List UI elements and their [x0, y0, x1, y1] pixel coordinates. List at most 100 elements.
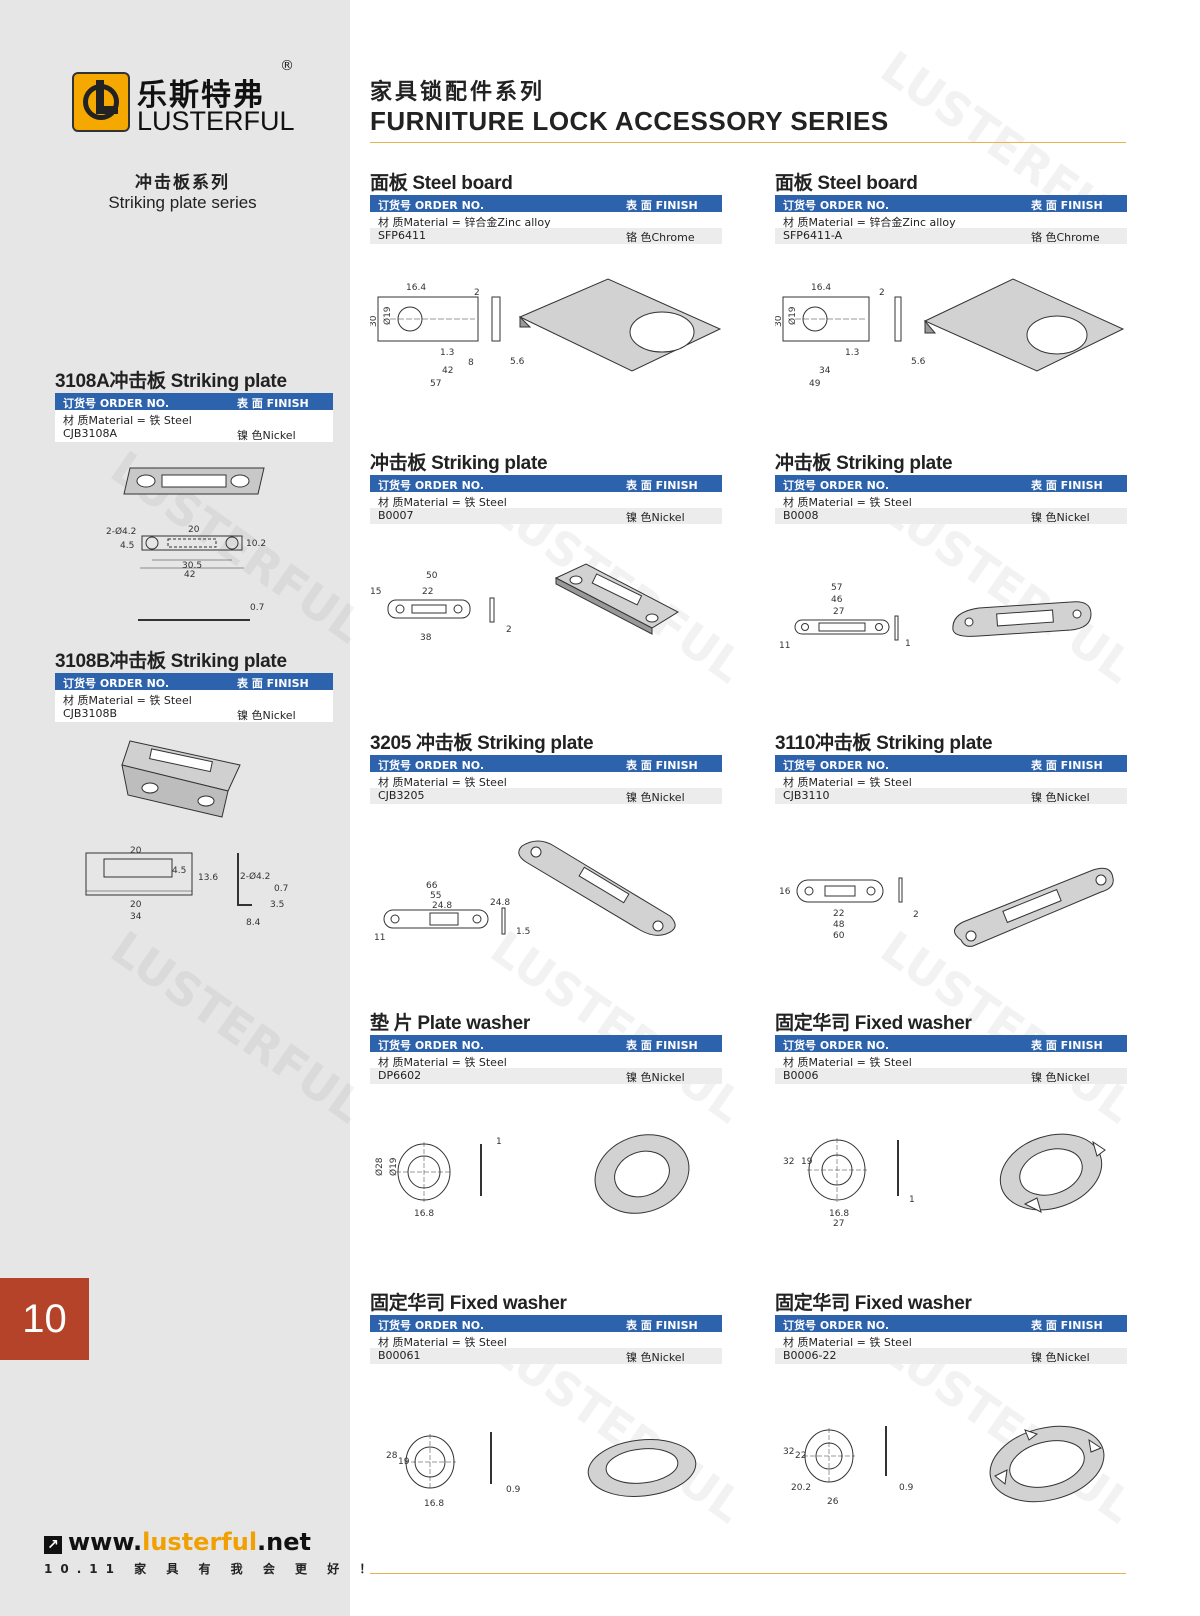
- finish-label: 表 面 FINISH: [626, 1039, 698, 1052]
- material: 材 质Material = 铁 Steel: [783, 1336, 912, 1349]
- dim-label: 0.9: [899, 1483, 914, 1493]
- order-no-label: 订货号 ORDER NO.: [783, 1319, 890, 1332]
- website-domain: lusterful: [142, 1528, 258, 1556]
- order-code: CJB3205: [378, 789, 425, 802]
- material: 材 质Material = 锌合金Zinc alloy: [378, 216, 551, 229]
- page-title-en: FURNITURE LOCK ACCESSORY SERIES: [370, 106, 889, 136]
- dim-label: 1.3: [440, 348, 454, 358]
- dim-label: 16: [779, 887, 791, 897]
- dim-label: 16.4: [811, 283, 831, 293]
- brand-logo[interactable]: 乐斯特弗 LUSTERFUL ®: [72, 58, 295, 140]
- product-sfp6411: 面板 Steel board 订货号 ORDER NO.表 面 FINISH 材…: [370, 168, 722, 244]
- dim-label: 34: [130, 912, 142, 922]
- dim-label: 1: [905, 639, 911, 649]
- registered-mark: ®: [280, 58, 294, 74]
- dim-label: 49: [809, 379, 821, 389]
- order-code: SFP6411-A: [783, 229, 843, 242]
- finish-label: 表 面 FINISH: [626, 479, 698, 492]
- order-no-label: 订货号 ORDER NO.: [378, 1039, 485, 1052]
- order-code: B0006: [783, 1069, 819, 1082]
- slogan: 10.11 家 具 有 我 会 更 好 ！: [44, 1562, 380, 1576]
- product-3108a: 3108A冲击板 Striking plate 订货号 ORDER NO.表 面…: [55, 366, 333, 442]
- dim-label: 27: [833, 1219, 844, 1228]
- finish-label: 表 面 FINISH: [237, 397, 309, 410]
- product-title: 固定华司 Fixed washer: [370, 1293, 567, 1314]
- dim-label: 11: [779, 641, 790, 651]
- product-title: 固定华司 Fixed washer: [775, 1013, 972, 1034]
- arrow-icon: ↗: [44, 1536, 62, 1554]
- dim-label: 30.5: [182, 561, 202, 571]
- dim-label: 20.2: [791, 1483, 811, 1493]
- product-b0006-22-drawing: 32 22 20.2 26 0.9: [775, 1420, 1135, 1520]
- material-row: 材 质Material = 铁 Steel: [55, 690, 333, 707]
- dim-label: 42: [184, 570, 195, 580]
- dim-label: 1: [909, 1195, 915, 1205]
- brand-name-cn: 乐斯特弗: [137, 78, 265, 113]
- material: 材 质Material = 铁 Steel: [783, 496, 912, 509]
- dim-label: 0.7: [274, 884, 288, 894]
- material: 材 质Material = 铁 Steel: [783, 1056, 912, 1069]
- product-title: 3110冲击板 Striking plate: [775, 733, 993, 754]
- dim-label: 20: [188, 525, 200, 535]
- spec-header: 订货号 ORDER NO.表 面 FINISH: [55, 393, 333, 410]
- dim-label: 2: [913, 910, 919, 920]
- product-b0006: 固定华司 Fixed washer 订货号 ORDER NO. 表 面 FINIS…: [775, 1008, 1127, 1084]
- finish-label: 表 面 FINISH: [1031, 1039, 1103, 1052]
- order-code: CJB3108B: [63, 707, 118, 720]
- order-no-label: 订货号 ORDER NO.: [783, 199, 890, 212]
- product-b0008-drawing: 57 46 27 11 1: [775, 578, 1135, 658]
- dim-label: 60: [833, 931, 845, 941]
- product-title: 3205 冲击板 Striking plate: [370, 733, 594, 754]
- material: 材 质Material = 铁 Steel: [63, 414, 192, 427]
- material: 材 质Material = 锌合金Zinc alloy: [783, 216, 956, 229]
- product-b0006-22: 固定华司 Fixed washer 订货号 ORDER NO.表 面 FINIS…: [775, 1288, 1127, 1364]
- order-code: B0006-22: [783, 1349, 837, 1362]
- product-b0008: 冲击板 Striking plate 订货号 ORDER NO.表 面 FINI…: [775, 448, 1127, 524]
- dim-label: 22: [795, 1451, 806, 1461]
- dim-label: 13.6: [198, 873, 218, 883]
- order-no-label: 订货号 ORDER NO.: [378, 199, 485, 212]
- finish-value: 镍 色Nickel: [626, 511, 685, 524]
- dim-label: 22: [833, 909, 844, 919]
- finish-value: 镍 色Nickel: [626, 1351, 685, 1364]
- dim-label: 0.9: [506, 1485, 521, 1495]
- dim-label: 3.5: [270, 900, 284, 910]
- dim-label: 38: [420, 633, 432, 643]
- website-link[interactable]: ↗www.lusterful.net: [44, 1528, 311, 1556]
- dim-label: 1: [496, 1137, 502, 1147]
- dim-label: 30: [370, 315, 379, 327]
- spec-header: 订货号 ORDER NO.表 面 FINISH: [370, 475, 722, 492]
- product-title: 固定华司 Fixed washer: [775, 1293, 972, 1314]
- finish-label: 表 面 FINISH: [626, 1319, 698, 1332]
- material-row: 材 质Material = 铁 Steel: [775, 492, 1127, 509]
- dim-label: 10.2: [246, 539, 266, 549]
- dim-label: 4.5: [172, 866, 186, 876]
- finish-label: 表 面 FINISH: [1031, 759, 1103, 772]
- dim-label: 16.8: [424, 1499, 444, 1509]
- order-no-label: 订货号 ORDER NO.: [783, 1039, 890, 1052]
- dim-label: 2-Ø4.2: [106, 526, 136, 537]
- product-sfp6411-drawing: 16.4 2 30 Ø19 1.3 8 42 57 5.6: [370, 275, 730, 395]
- dim-label: 66: [426, 881, 438, 891]
- product-3108b-drawing: 20 4.5 13.6 20 34 2-Ø4.2 0.7 8.4 3.5: [80, 735, 300, 935]
- page-number: 10: [0, 1278, 89, 1360]
- dim-label: 16.8: [414, 1209, 434, 1219]
- dim-label: 0.7: [250, 603, 264, 613]
- dim-label: 24.8: [432, 901, 452, 911]
- spec-header: 订货号 ORDER NO.表 面 FINISH: [775, 1315, 1127, 1332]
- product-title: 冲击板 Striking plate: [775, 453, 953, 474]
- dim-label: Ø19: [388, 1157, 399, 1176]
- spec-header: 订货号 ORDER NO. 表 面 FINISH: [370, 1035, 722, 1052]
- material: 材 质Material = 铁 Steel: [378, 1336, 507, 1349]
- product-title: 3108A冲击板 Striking plate: [55, 371, 287, 392]
- dim-label: 1.3: [845, 348, 859, 358]
- finish-label: 表 面 FINISH: [626, 759, 698, 772]
- finish-value: 镍 色Nickel: [1031, 511, 1090, 524]
- dim-label: 46: [831, 595, 843, 605]
